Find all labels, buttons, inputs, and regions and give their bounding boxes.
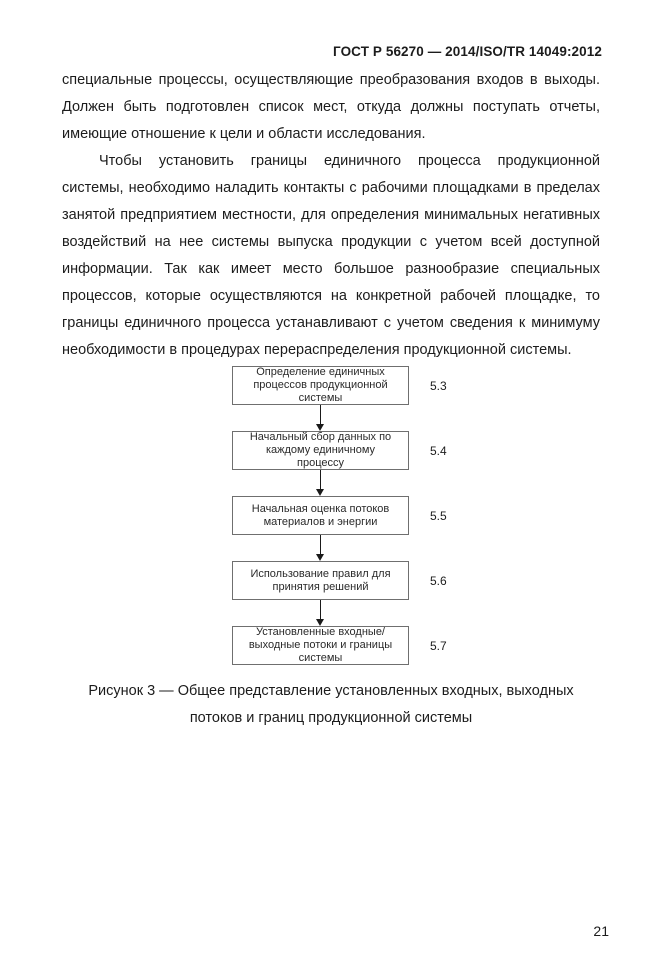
- flowchart-box-label: Начальный сбор данных по каждому единичн…: [249, 431, 392, 469]
- flowchart-box: Начальная оценка потоков материалов и эн…: [232, 496, 409, 535]
- arrow-line: [320, 600, 321, 620]
- flowchart-step: Установленные входные/выходные потоки и …: [232, 626, 662, 665]
- down-arrow-icon: [0, 600, 662, 626]
- flowchart-box-label: Определение единичных процессов продукци…: [253, 366, 388, 404]
- flowchart-step: Определение единичных процессов продукци…: [232, 366, 662, 405]
- down-arrow-icon: [0, 405, 662, 431]
- flowchart-box: Установленные входные/выходные потоки и …: [232, 626, 409, 665]
- flowchart-box: Использование правил для принятия решени…: [232, 561, 409, 600]
- flowchart-box: Начальный сбор данных по каждому единичн…: [232, 431, 409, 470]
- body-text: специальные процессы, осуществляющие пре…: [62, 67, 600, 364]
- section-ref-label: 5.6: [430, 573, 447, 588]
- arrow-head: [316, 619, 324, 626]
- flowchart-step: Начальная оценка потоков материалов и эн…: [232, 496, 662, 535]
- flowchart-step: Начальный сбор данных по каждому единичн…: [232, 431, 662, 470]
- flowchart-box-label: Использование правил для принятия решени…: [250, 567, 391, 593]
- figure-caption: Рисунок 3 — Общее представление установл…: [88, 683, 574, 726]
- page-number: 21: [593, 923, 609, 939]
- flowchart-figure: Определение единичных процессов продукци…: [0, 366, 662, 665]
- flowchart-box: Определение единичных процессов продукци…: [232, 366, 409, 405]
- arrow-head: [316, 424, 324, 431]
- flowchart-step: Использование правил для принятия решени…: [232, 561, 662, 600]
- arrow-line: [320, 405, 321, 425]
- flowchart-box-label: Начальная оценка потоков материалов и эн…: [251, 502, 390, 528]
- running-header-standard-number: ГОСТ Р 56270 — 2014/ISO/TR 14049:2012: [333, 44, 602, 59]
- arrow-line: [320, 470, 321, 490]
- down-arrow-icon: [0, 535, 662, 561]
- section-ref-label: 5.4: [430, 443, 447, 458]
- section-ref-label: 5.7: [430, 638, 447, 653]
- down-arrow-icon: [0, 470, 662, 496]
- section-ref-label: 5.3: [430, 378, 447, 393]
- paragraph: Чтобы установить границы единичного проц…: [62, 153, 600, 358]
- paragraph: специальные процессы, осуществляющие пре…: [62, 72, 600, 142]
- arrow-head: [316, 489, 324, 496]
- section-ref-label: 5.5: [430, 508, 447, 523]
- document-page: ГОСТ Р 56270 — 2014/ISO/TR 14049:2012 сп…: [0, 44, 662, 979]
- flowchart-box-label: Установленные входные/выходные потоки и …: [248, 626, 393, 664]
- arrow-head: [316, 554, 324, 561]
- arrow-line: [320, 535, 321, 555]
